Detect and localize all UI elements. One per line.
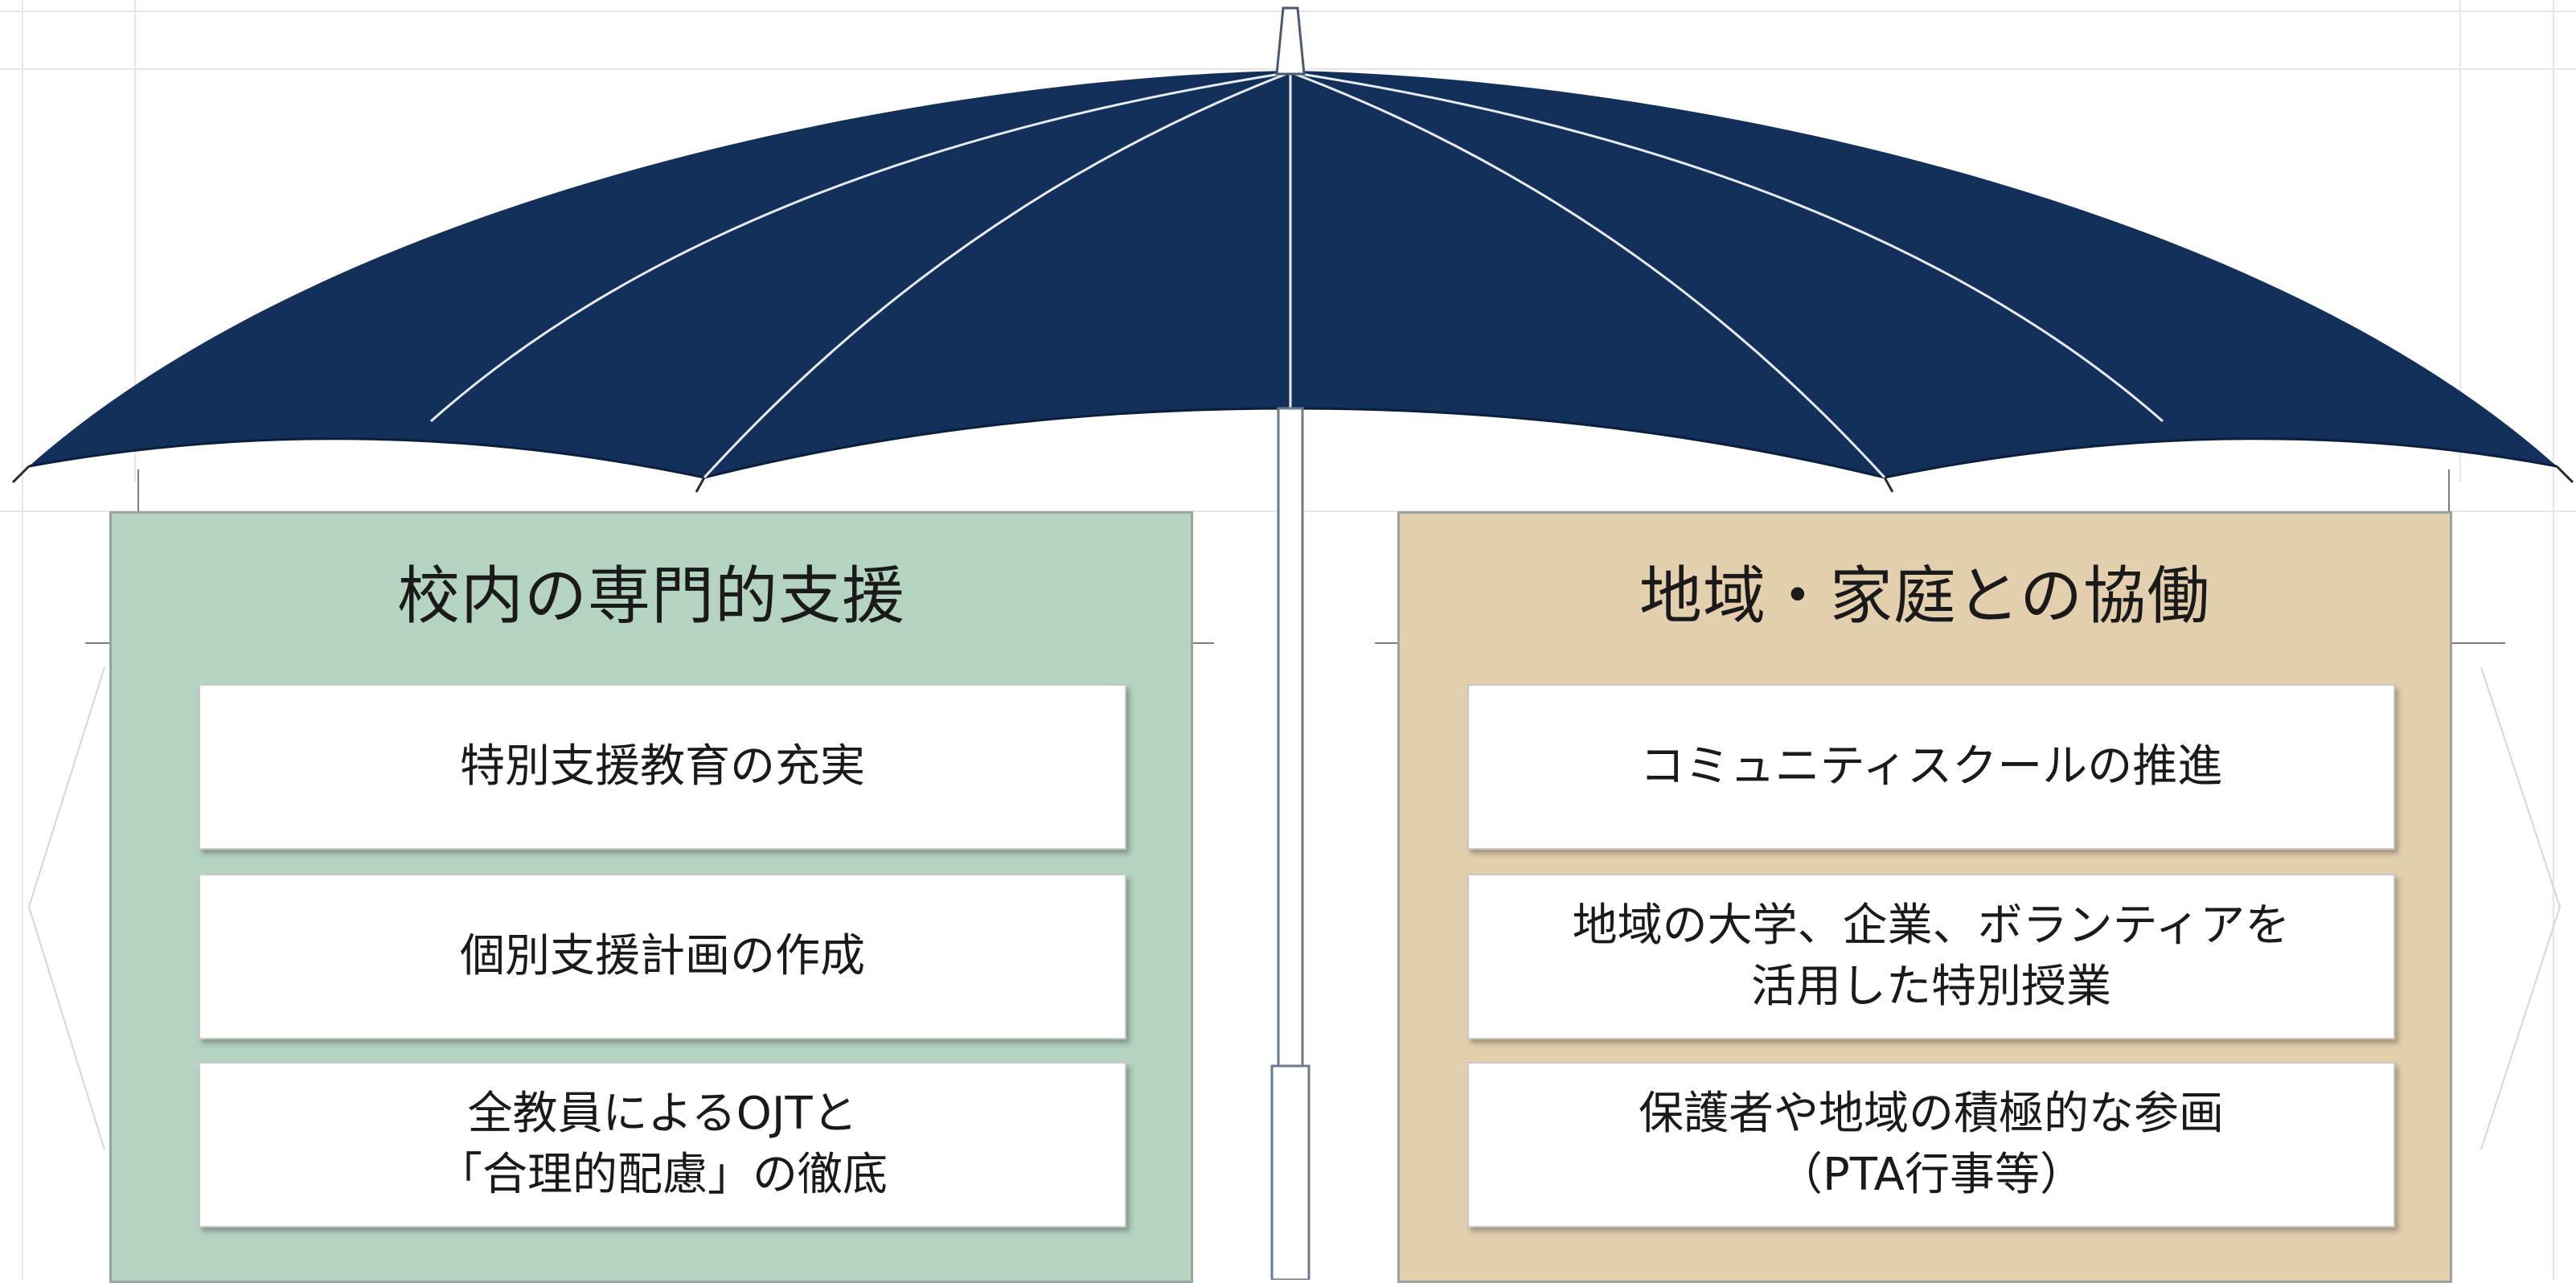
umbrella-canopy [29,71,2557,478]
umbrella-ribs [430,71,2164,479]
community-collaboration-item: 保護者や地域の積極的な参画 （PTA行事等） [1467,1062,2395,1228]
school-support-panel: 校内の専門的支援 特別支援教育の充実 個別支援計画の作成 全教員によるOJTと … [109,511,1193,1283]
community-collaboration-title: 地域・家庭との協働 [1639,560,2211,633]
side-brackets [27,666,2562,1150]
umbrella-shaft [1270,407,1311,1280]
school-support-title: 校内の専門的支援 [396,560,905,633]
school-support-item: 全教員によるOJTと 「合理的配慮」の徹底 [199,1062,1126,1228]
school-support-item: 個別支援計画の作成 [199,874,1126,1039]
umbrella-tip [1275,6,1306,76]
community-collaboration-panel: 地域・家庭との協働 コミュニティスクールの推進 地域の大学、企業、ボランティアを… [1397,511,2452,1283]
canopy-edge-tips [11,465,2574,493]
community-collaboration-item: コミュニティスクールの推進 [1467,684,2395,850]
school-support-item: 特別支援教育の充実 [199,684,1126,850]
community-collaboration-item: 地域の大学、企業、ボランティアを 活用した特別授業 [1467,874,2395,1039]
